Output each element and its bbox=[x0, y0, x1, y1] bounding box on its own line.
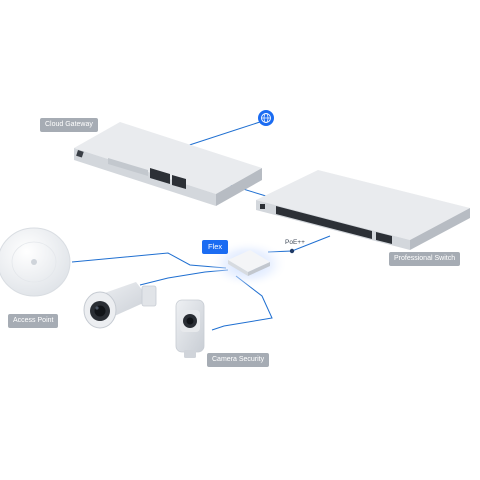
link-flex-accesspoint bbox=[71, 252, 227, 269]
cloud-gateway-label: Cloud Gateway bbox=[40, 118, 98, 132]
professional-switch-device bbox=[256, 170, 470, 250]
flex-label: Flex bbox=[202, 240, 229, 254]
access-point-label: Access Point bbox=[8, 314, 59, 328]
bullet-camera-device bbox=[83, 282, 157, 329]
link-flex-camera-security bbox=[211, 275, 273, 331]
security-camera-device bbox=[175, 299, 205, 358]
globe-icon bbox=[258, 110, 274, 126]
professional-switch-label: Professional Switch bbox=[389, 252, 461, 266]
cloud-gateway-device bbox=[74, 122, 262, 206]
poe-label: PoE++ bbox=[285, 239, 305, 246]
camera-security-label: Camera Security bbox=[207, 353, 270, 367]
poe-dot bbox=[289, 248, 295, 254]
access-point-device bbox=[0, 227, 71, 297]
